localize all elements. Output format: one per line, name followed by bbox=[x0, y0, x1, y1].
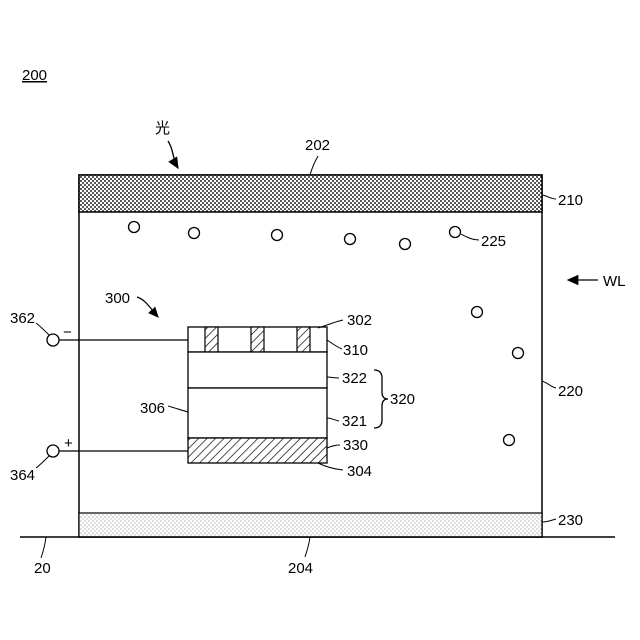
sign-positive: + bbox=[64, 435, 73, 452]
figure-label: 200 bbox=[22, 67, 47, 84]
label-210: 210 bbox=[558, 192, 583, 209]
particle bbox=[129, 222, 140, 233]
particle bbox=[400, 239, 411, 250]
layer-321 bbox=[188, 388, 327, 438]
particle bbox=[189, 228, 200, 239]
label-306: 306 bbox=[140, 400, 165, 417]
device-stack bbox=[188, 327, 327, 463]
label-362: 362 bbox=[10, 310, 35, 327]
label-225: 225 bbox=[481, 233, 506, 250]
label-220: 220 bbox=[558, 383, 583, 400]
leader-220 bbox=[542, 381, 556, 388]
label-302: 302 bbox=[347, 312, 372, 329]
particle bbox=[345, 234, 356, 245]
electrode-302-c bbox=[297, 327, 310, 352]
label-304: 304 bbox=[347, 463, 372, 480]
label-204: 204 bbox=[288, 560, 313, 577]
leader-230 bbox=[542, 519, 556, 522]
leader-362 bbox=[36, 323, 49, 335]
electrode-302-a bbox=[205, 327, 218, 352]
label-300: 300 bbox=[105, 290, 130, 307]
leader-20 bbox=[41, 537, 46, 558]
particle bbox=[450, 227, 461, 238]
terminal-364 bbox=[47, 445, 59, 457]
label-230: 230 bbox=[558, 512, 583, 529]
label-320: 320 bbox=[390, 391, 415, 408]
light-arrow bbox=[168, 141, 178, 168]
layer-322 bbox=[188, 352, 327, 388]
bottom-layer-230 bbox=[79, 513, 542, 537]
label-330: 330 bbox=[343, 437, 368, 454]
particle bbox=[513, 348, 524, 359]
particle bbox=[272, 230, 283, 241]
sign-negative: − bbox=[63, 324, 72, 341]
label-wl: WL bbox=[603, 273, 626, 290]
leader-204 bbox=[305, 537, 310, 557]
label-202: 202 bbox=[305, 137, 330, 154]
label-310: 310 bbox=[343, 342, 368, 359]
particle bbox=[472, 307, 483, 318]
label-364: 364 bbox=[10, 467, 35, 484]
top-layer-210 bbox=[79, 175, 542, 212]
particle bbox=[504, 435, 515, 446]
leader-210 bbox=[542, 195, 556, 199]
layer-330 bbox=[188, 438, 327, 463]
label-321: 321 bbox=[342, 413, 367, 430]
terminal-362 bbox=[47, 334, 59, 346]
light-label: 光 bbox=[155, 119, 170, 137]
label-20: 20 bbox=[34, 560, 51, 577]
label-322: 322 bbox=[342, 370, 367, 387]
leader-202 bbox=[310, 156, 318, 175]
electrode-302-b bbox=[251, 327, 264, 352]
leader-364 bbox=[36, 456, 49, 468]
